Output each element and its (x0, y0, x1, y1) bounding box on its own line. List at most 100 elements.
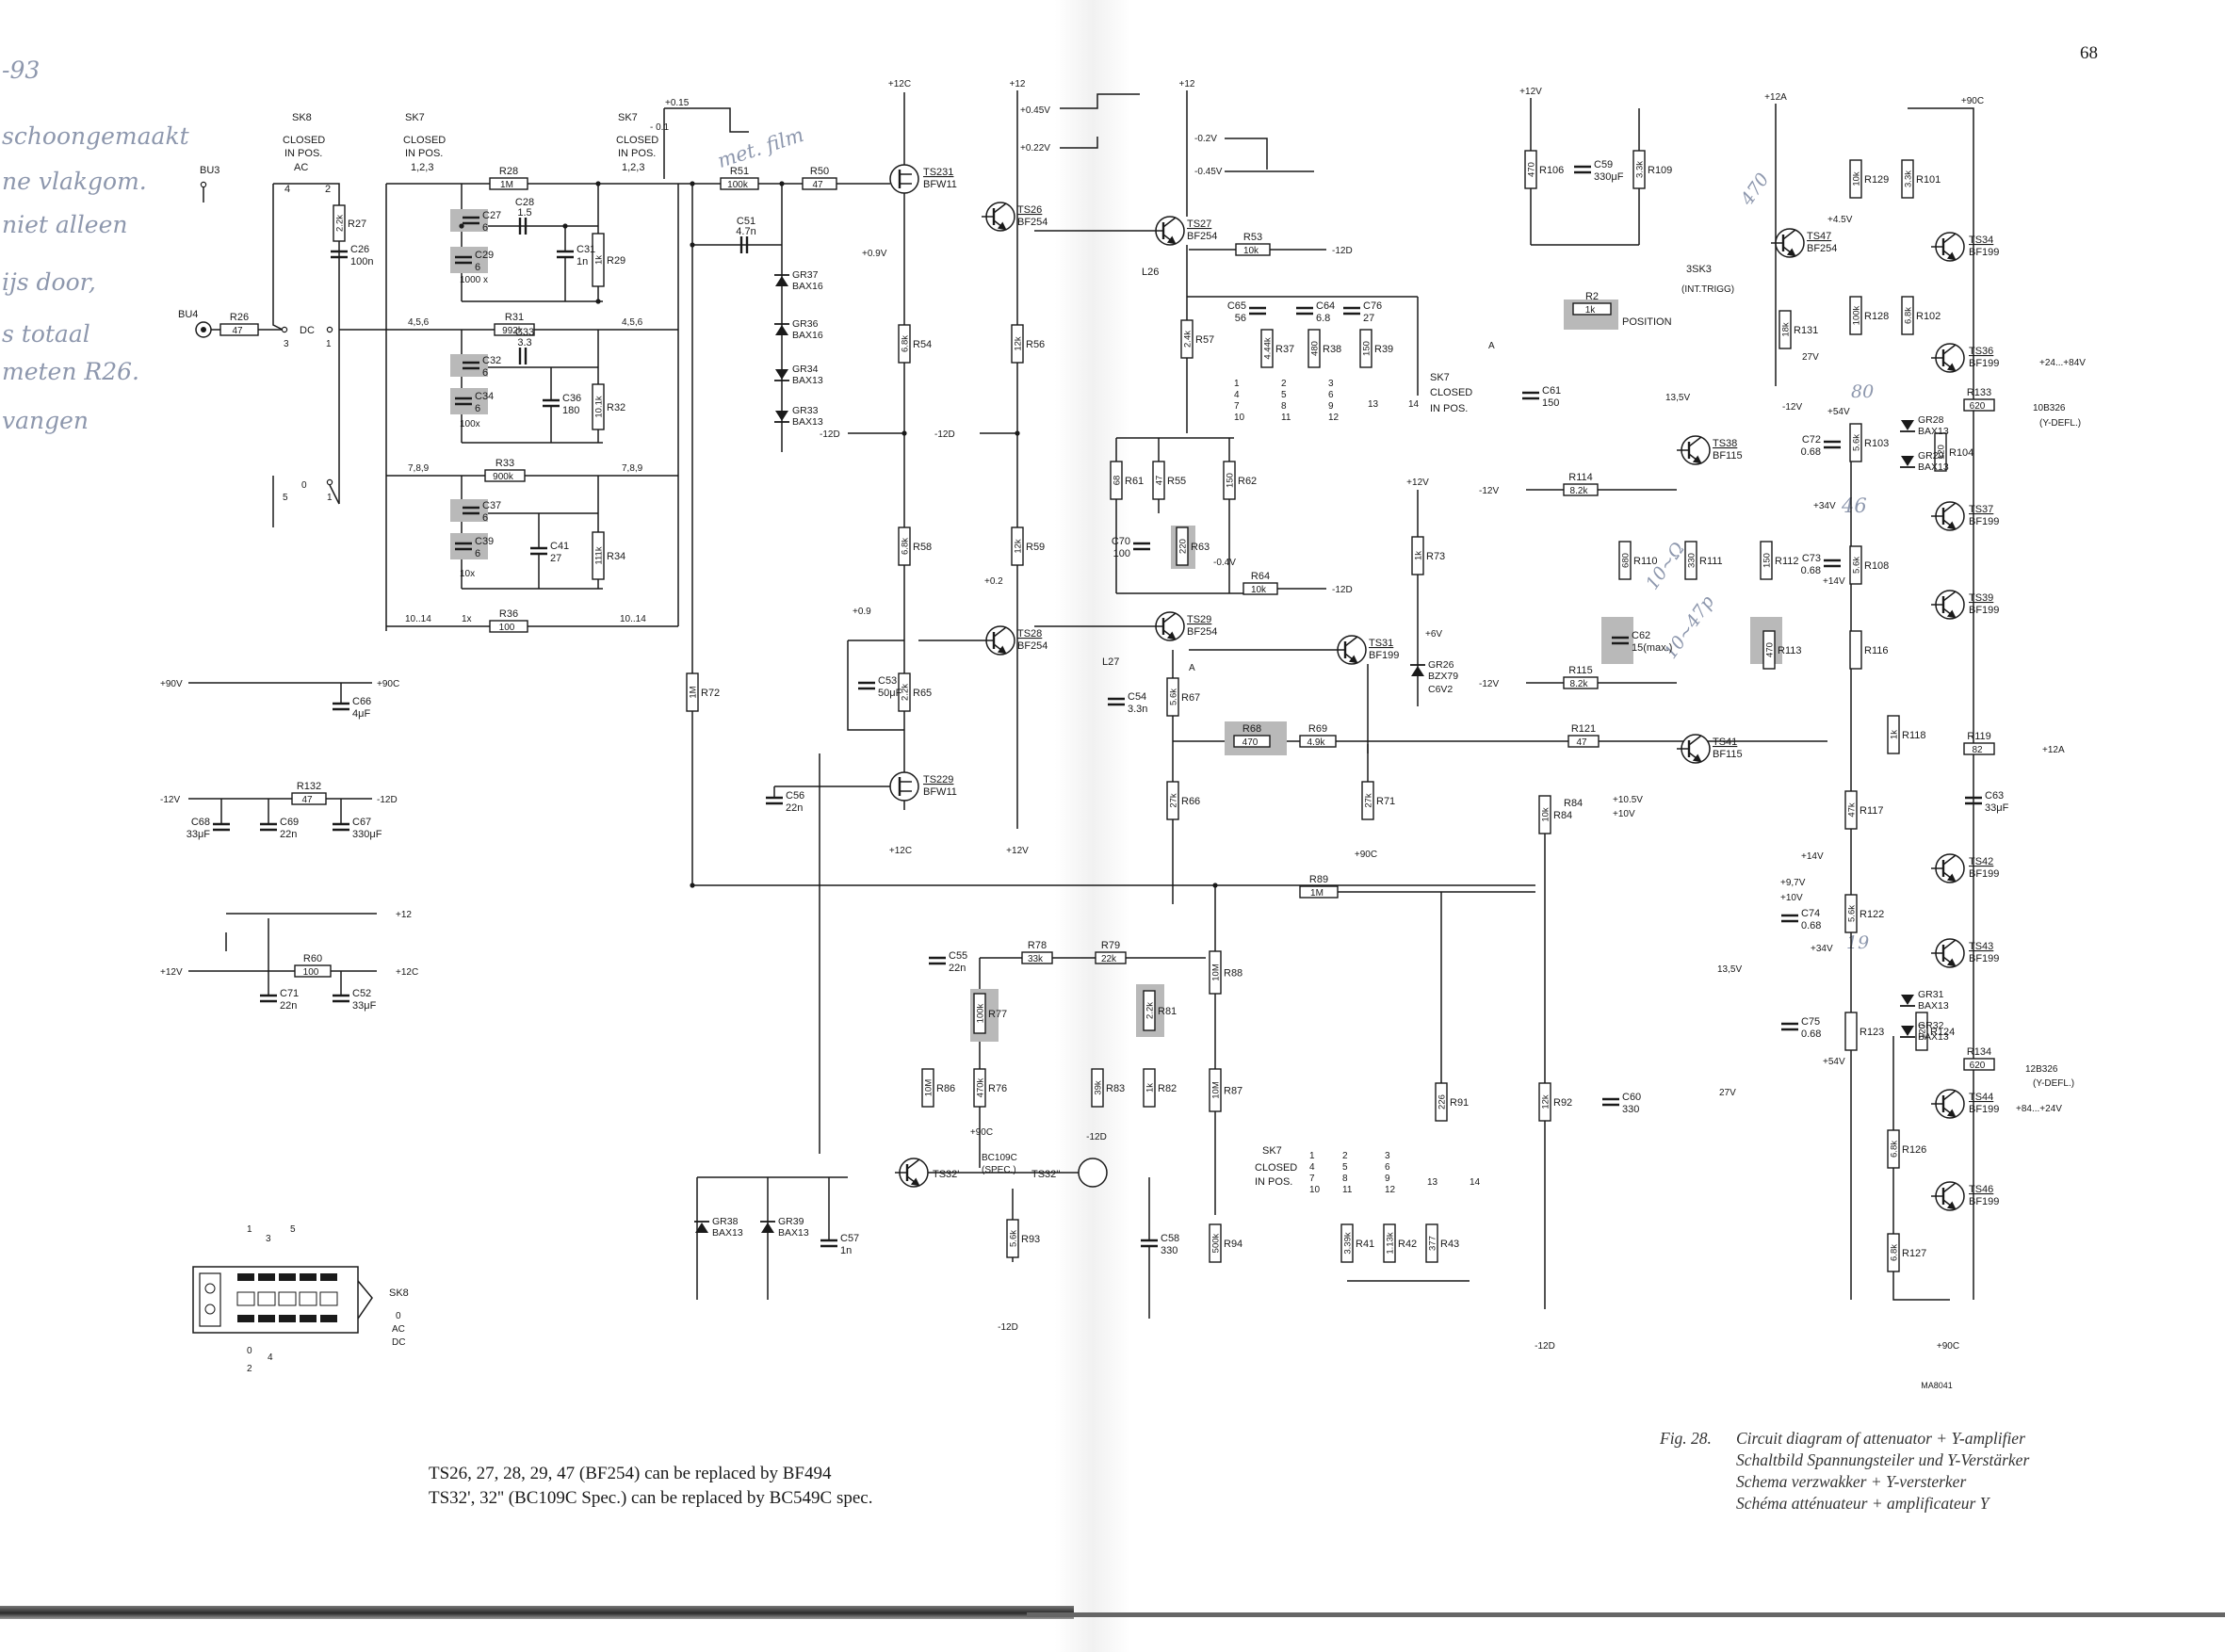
label: +90C (1961, 96, 1984, 106)
figure-number: Fig. 28. (1660, 1429, 1712, 1448)
resistor-value: 3.3k (1904, 170, 1914, 187)
label: AC (392, 1324, 405, 1335)
book-gutter (1055, 0, 1130, 1652)
label: 13,5V (1717, 964, 1742, 975)
resistor (1233, 735, 1271, 748)
label: 1 (327, 493, 333, 503)
resistor (291, 792, 327, 805)
capacitor-ref: C51 (737, 216, 755, 227)
resistor-ref: R124 (1930, 1027, 1955, 1038)
label: 1 (247, 1224, 252, 1235)
label: IN POS. (1430, 403, 1468, 414)
label: +10.5V (1613, 795, 1643, 805)
resistor-value: 39k (1094, 1080, 1104, 1095)
capacitor-value: 0.68 (1801, 446, 1821, 458)
label: -12D (377, 795, 398, 805)
transistor-type: BF199 (1369, 650, 1399, 661)
resistor-value: 1M (1310, 888, 1324, 899)
resistor (973, 993, 986, 1034)
label: IN POS. (618, 148, 656, 159)
label: 2 (247, 1364, 252, 1374)
label: 3SK3 (1686, 264, 1712, 275)
connector-ref: BU3 (200, 165, 219, 176)
handwritten-note: ne vlakgom. (2, 168, 147, 195)
switch-ref: SK8 (389, 1288, 409, 1299)
resistor-ref: R29 (607, 255, 625, 267)
highlight-box (450, 533, 488, 559)
resistor-value: 6.8k (901, 335, 911, 352)
junction-dot (459, 223, 464, 229)
label: +12V (1006, 846, 1029, 856)
capacitor-value: 180 (562, 405, 579, 416)
junction-dot (779, 181, 785, 186)
label: +10V (1613, 809, 1635, 819)
capacitor-value: 22n (786, 802, 803, 814)
resistor-ref: R64 (1251, 571, 1270, 582)
resistor-ref: R88 (1224, 968, 1242, 980)
switch-contact (236, 1291, 255, 1306)
capacitor-ref: C67 (352, 817, 371, 828)
diode-type: BAX13 (792, 375, 823, 386)
label: 2 (1281, 379, 1287, 389)
resistor-ref: R101 (1916, 174, 1941, 186)
resistor-ref: R34 (607, 551, 625, 562)
diode-ref: GR37 (792, 269, 819, 281)
wire (272, 184, 284, 331)
resistor-ref: R76 (988, 1083, 1007, 1094)
label: +90C (377, 679, 399, 689)
capacitor-ref: C74 (1801, 908, 1820, 919)
resistor (1359, 329, 1372, 368)
resistor-value: 10k (1251, 585, 1267, 595)
resistor-ref: R133 (1967, 387, 1991, 398)
label: 10B326 (2033, 403, 2066, 413)
transistor-ref: TS26 (1017, 204, 1042, 216)
label: -12D (998, 1322, 1018, 1333)
resistor (1524, 150, 1537, 189)
resistor (1299, 735, 1337, 748)
capacitor-value: 4μF (352, 708, 370, 720)
capacitor-ref: C56 (786, 790, 804, 802)
switch-contact (279, 1315, 296, 1322)
resistor (1209, 1223, 1222, 1263)
label: 7,8,9 (408, 463, 430, 474)
label: DC (300, 325, 315, 336)
resistor (1143, 990, 1156, 1031)
label: 100x (460, 419, 480, 429)
resistor-ref: R57 (1195, 334, 1214, 346)
resistor-ref: R129 (1864, 174, 1889, 186)
label: +0.15 (665, 98, 690, 108)
transistor-ref: TS44 (1969, 1092, 1993, 1103)
resistor-value: 10k (1541, 807, 1551, 822)
transistor-emitter (1688, 752, 1702, 763)
resistor (1110, 461, 1123, 500)
label: 5 (283, 493, 288, 503)
resistor-value: 12k (1014, 336, 1024, 351)
label: -12D (934, 429, 955, 440)
capacitor-value: 1n (840, 1245, 852, 1256)
capacitor-value: 6 (475, 403, 480, 414)
highlight-box (450, 388, 488, 414)
diode (1901, 420, 1914, 430)
label: -12D (1086, 1132, 1107, 1142)
capacitor-value: 3.3 (517, 337, 531, 348)
figure-id: MA8041 (1921, 1381, 1953, 1390)
label: -12D (1332, 585, 1353, 595)
resistor-ref: R58 (913, 542, 932, 553)
capacitor-ref: C27 (482, 210, 501, 221)
label: +4.5V (1827, 215, 1853, 225)
resistor-ref: R71 (1376, 796, 1395, 807)
resistor-ref: R41 (1356, 1239, 1374, 1250)
resistor (489, 620, 528, 633)
label: IN POS. (405, 148, 443, 159)
label: L26 (1142, 267, 1159, 278)
resistor-ref: R51 (730, 166, 749, 177)
capacitor-ref: C62 (1632, 630, 1650, 641)
resistor (1849, 159, 1862, 199)
diode (695, 1223, 708, 1233)
label: R84 (1564, 798, 1583, 809)
label: 14 (1470, 1177, 1481, 1188)
resistor-ref: R28 (499, 166, 518, 177)
label: 3 (1328, 379, 1334, 389)
terminal (326, 478, 333, 486)
resistor-value: 470 (1242, 737, 1259, 748)
